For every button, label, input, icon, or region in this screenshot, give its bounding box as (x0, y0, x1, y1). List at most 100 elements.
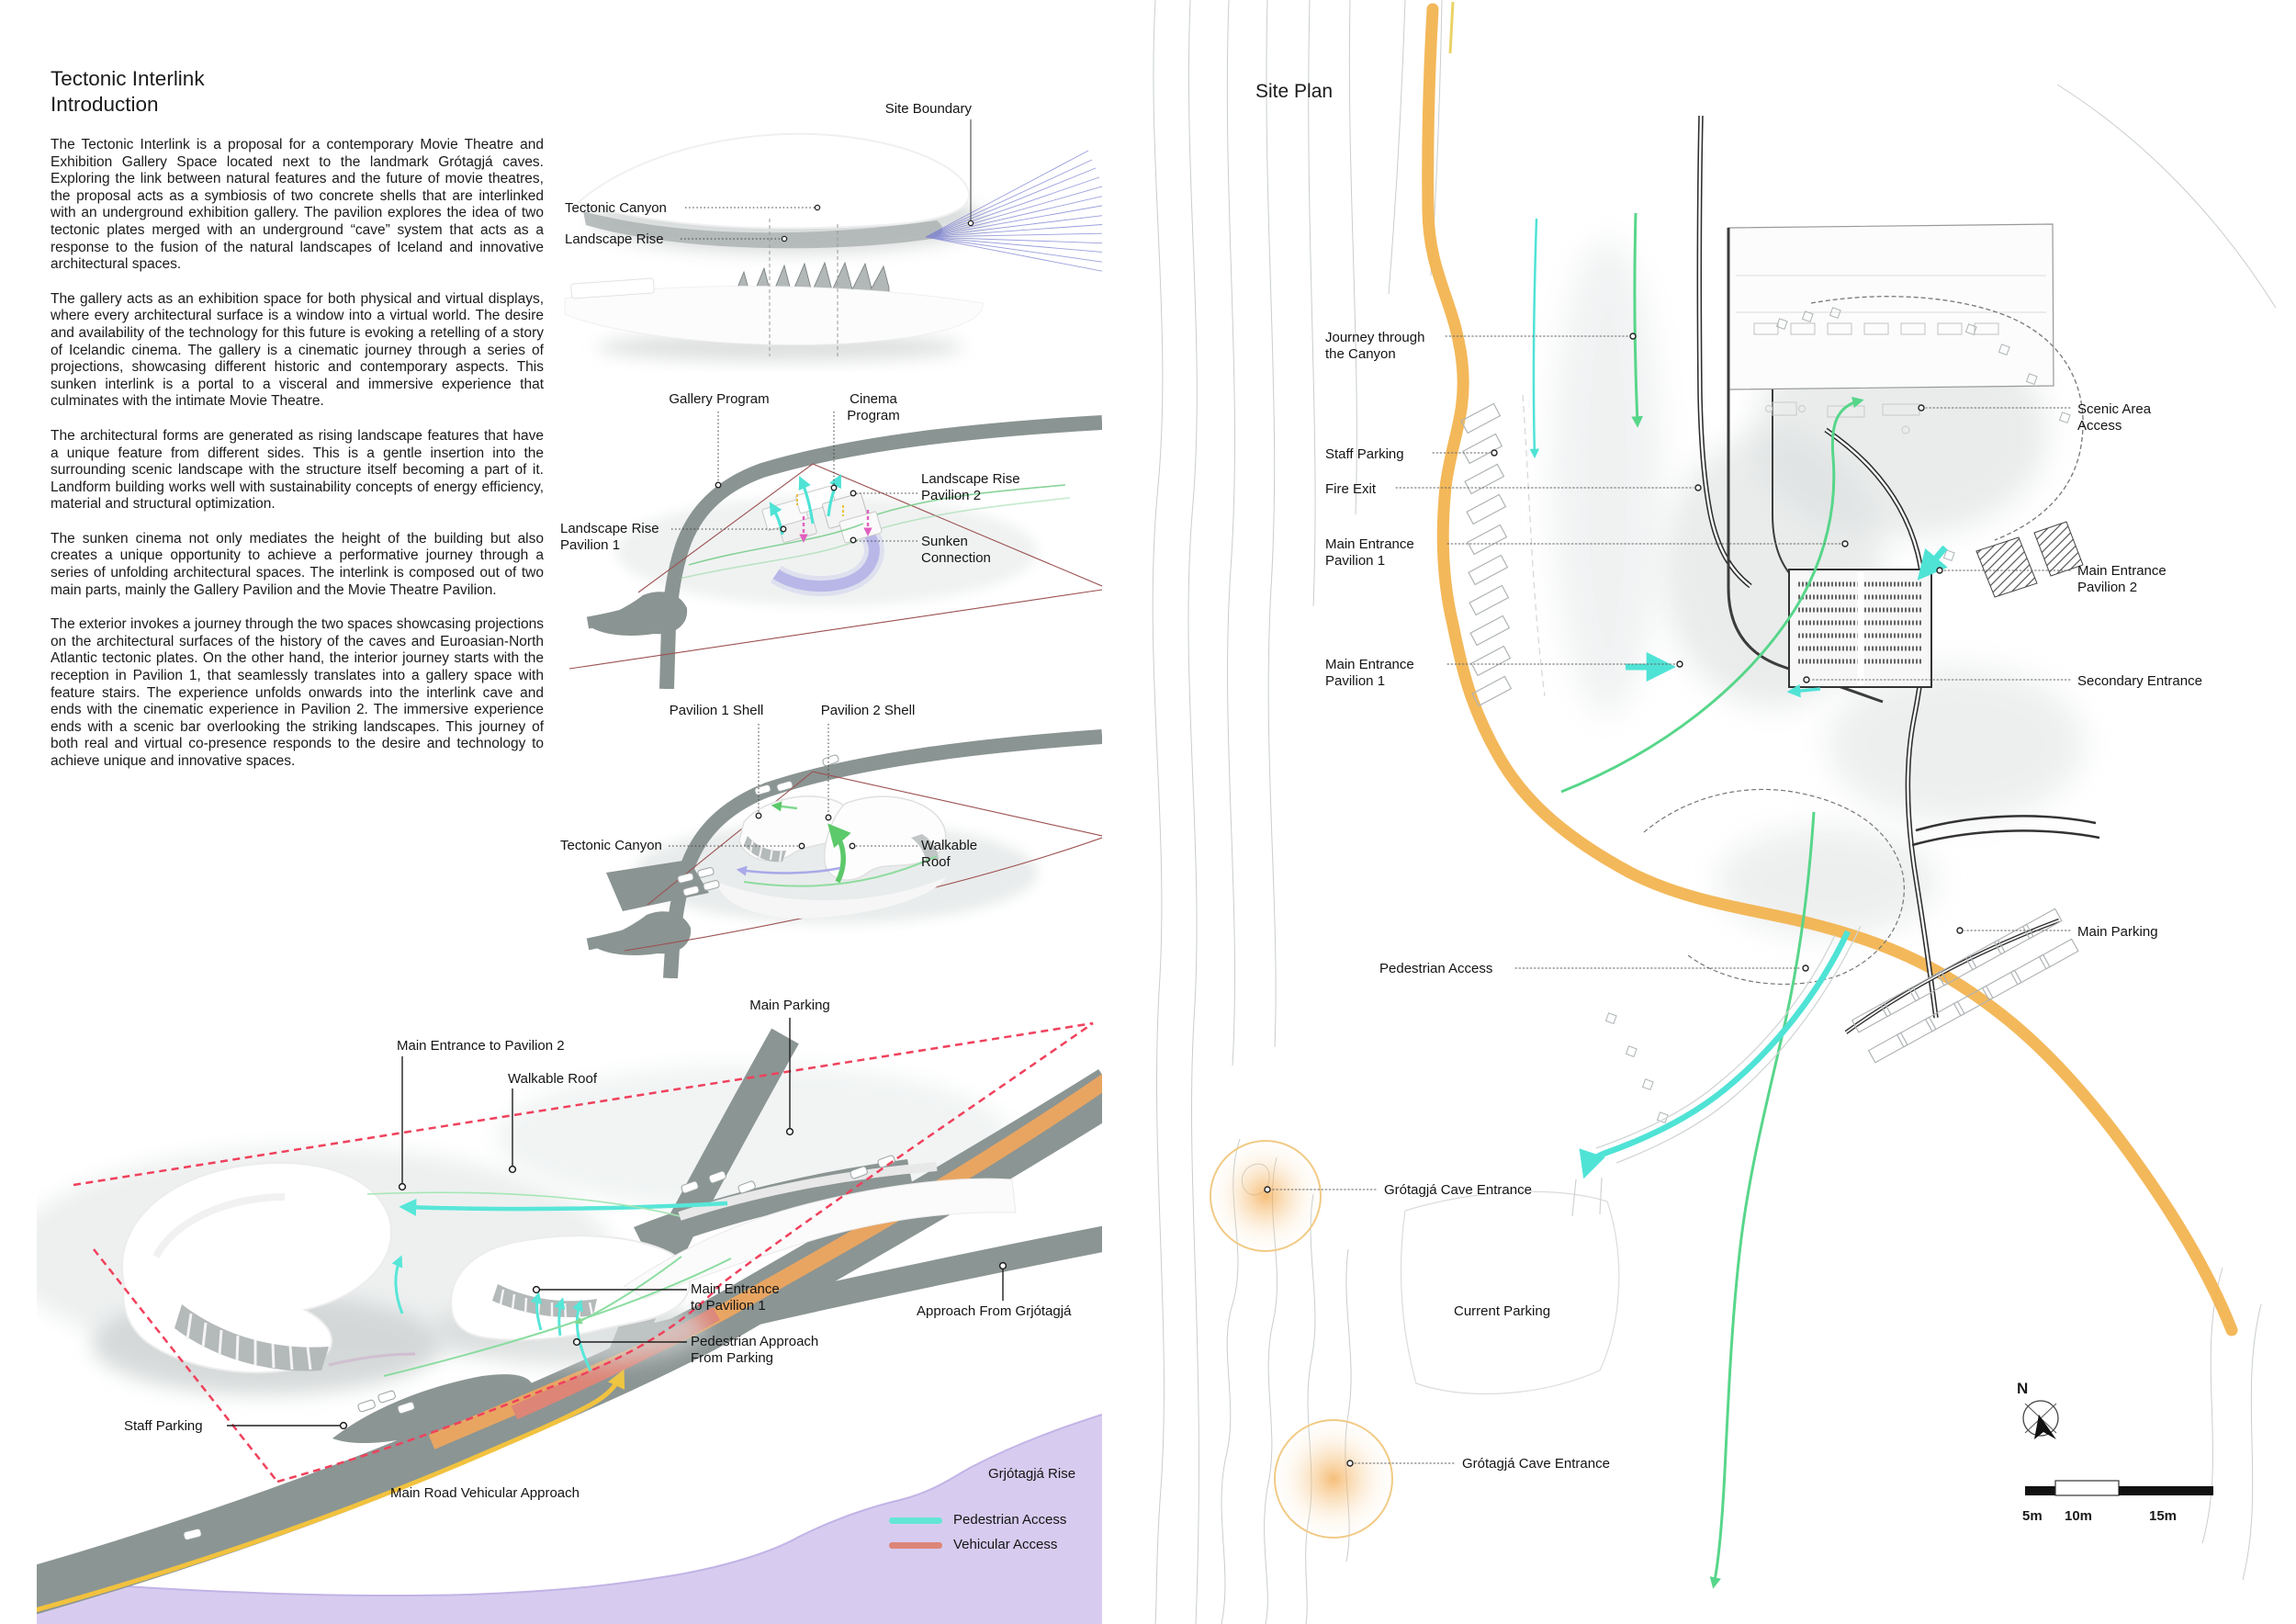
label-sunken-connection: Sunken Connection (921, 534, 991, 566)
upper-parking-pad (634, 1159, 913, 1253)
intro-paragraph: The architectural forms are generated as… (51, 427, 544, 513)
legend-pedestrian-label: Pedestrian Access (953, 1512, 1067, 1528)
cave-entrance-glows (1210, 1140, 1393, 1539)
label-site-boundary: Site Boundary (884, 101, 972, 117)
label-landscape-rise-pavilion-1: Landscape Rise Pavilion 1 (560, 521, 659, 553)
leader-lines (227, 1018, 1004, 1427)
grjotagja-rise-landform (37, 1415, 1102, 1624)
label-approach-from-grjotagja: Approach From Grjótagjá (917, 1303, 1072, 1319)
label-main-road: Main Road Vehicular Approach (390, 1485, 580, 1501)
label-pavilion-2-shell: Pavilion 2 Shell (820, 703, 916, 718)
label-walkable-roof: Walkable Roof (921, 838, 978, 870)
label-scenic-area-access: Scenic Area Access (2077, 401, 2152, 434)
intro-section: Tectonic Interlink Introduction The Tect… (51, 66, 544, 788)
label-pedestrian-approach: Pedestrian Approach From Parking (691, 1334, 819, 1366)
leader-lines (671, 412, 917, 542)
leader-dots (715, 481, 857, 544)
label-main-entrance-pavilion-2: Main Entrance Pavilion 2 (2077, 563, 2167, 595)
label-grjotagja-rise: Grjótagjá Rise (988, 1466, 1076, 1482)
leader-dots (755, 812, 856, 850)
label-fire-exit: Fire Exit (1325, 481, 1377, 497)
pavilion-2-building (450, 1235, 692, 1341)
label-cinema-program: Cinema Program (847, 391, 900, 423)
label-main-entrance-pavilion-1-a: Main Entrance Pavilion 1 (1325, 536, 1414, 569)
landscape-flow-lines (366, 1191, 732, 1377)
scale-label-15m: 15m (2149, 1508, 2178, 1524)
concept-diagram-3: Pavilion 1 Shell Pavilion 2 Shell Tecton… (551, 698, 1102, 978)
section-cut-lines (769, 219, 838, 358)
title-line-2: Introduction (51, 93, 159, 116)
scale-bar (2025, 1480, 2213, 1496)
site-plan-art (1152, 0, 2277, 1624)
cyan-pedestrian-elements (1529, 218, 1948, 1217)
label-main-entrance-pavilion-1-b: Main Entrance Pavilion 1 (1325, 657, 1414, 689)
parking-pad (606, 860, 709, 911)
current-parking-outline (1400, 1190, 1620, 1395)
concept-diagram-1-art (564, 119, 1102, 361)
label-pedestrian-access: Pedestrian Access (1379, 961, 1493, 976)
title-line-1: Tectonic Interlink (51, 67, 205, 90)
north-compass-icon (2022, 1400, 2059, 1439)
cars (183, 1155, 895, 1540)
concept-diagram-1: Site Boundary Tectonic Canyon Landscape … (551, 83, 1102, 372)
intro-paragraph: The gallery acts as an exhibition space … (51, 290, 544, 410)
leader-dots (339, 1127, 1007, 1430)
road-band (663, 729, 1102, 978)
leader-lines (681, 119, 972, 240)
north-label: N (2017, 1380, 2029, 1397)
label-cave-entrance-2: Grótagjá Cave Entrance (1462, 1456, 1610, 1472)
datum-ticks (796, 494, 844, 516)
pedestrian-arrows (391, 1255, 592, 1371)
walkable-roof-terrace (624, 1178, 1017, 1300)
sunken-arrows (799, 510, 872, 543)
label-secondary-entrance: Secondary Entrance (2077, 673, 2202, 689)
label-staff-parking: Staff Parking (124, 1418, 203, 1434)
label-pavilion-1-shell: Pavilion 1 Shell (669, 703, 764, 718)
access-perspective-art (37, 1018, 1102, 1624)
journey-arrow (827, 823, 851, 884)
staff-parking-pad (332, 1374, 533, 1444)
label-main-entrance-pavilion-2: Main Entrance to Pavilion 2 (397, 1038, 565, 1054)
pedestrian-arrow-long (399, 1198, 728, 1216)
scale-label-5m: 5m (2022, 1508, 2043, 1524)
staff-parking-stalls (1460, 402, 1513, 707)
leader-dots (1264, 333, 1964, 1467)
intro-paragraph: The Tectonic Interlink is a proposal for… (51, 137, 544, 273)
concept-diagram-2-art (568, 412, 1102, 689)
road-band (659, 415, 1102, 689)
scale-label-10m: 10m (2065, 1508, 2093, 1524)
label-cave-entrance-1: Grótagjá Cave Entrance (1384, 1182, 1532, 1198)
label-walkable-roof: Walkable Roof (508, 1071, 597, 1087)
label-staff-parking: Staff Parking (1325, 446, 1404, 462)
leader-lines (669, 724, 917, 847)
building-plan (1643, 223, 2100, 986)
label-tectonic-canyon: Tectonic Canyon (565, 200, 667, 216)
label-main-parking: Main Parking (749, 998, 830, 1013)
site-boundary-lines (568, 463, 1102, 670)
concept-diagram-3-art (586, 724, 1102, 978)
label-current-parking: Current Parking (1454, 1303, 1551, 1319)
landscape-objects (1604, 307, 2071, 1124)
intro-paragraph: The exterior invokes a journey through t… (51, 616, 544, 769)
leader-dots (781, 204, 974, 242)
label-main-parking: Main Parking (2077, 924, 2158, 940)
access-perspective-diagram: Main Parking Main Entrance to Pavilion 2… (37, 981, 1102, 1624)
site-plan-title: Site Plan (1255, 81, 1334, 102)
label-gallery-program: Gallery Program (669, 391, 770, 407)
green-journey-paths (1560, 212, 1864, 1589)
vehicular-access-swatch (889, 1542, 942, 1549)
legend-vehicular-label: Vehicular Access (953, 1537, 1058, 1552)
main-parking-stalls (1851, 908, 2079, 1064)
label-main-entrance-pavilion-1: Main Entrance to Pavilion 1 (691, 1281, 780, 1314)
concept-diagram-2: Gallery Program Cinema Program Landscape… (551, 377, 1102, 689)
landscape-flow-lines (679, 484, 1071, 580)
site-boundary-dashed (73, 1021, 1094, 1483)
vehicular-road (1422, 3, 2238, 1336)
label-journey-through-canyon: Journey through the Canyon (1325, 330, 1425, 362)
pedestrian-access-swatch (889, 1517, 942, 1524)
label-landscape-rise: Landscape Rise (565, 231, 664, 247)
label-landscape-rise-pavilion-2: Landscape Rise Pavilion 2 (921, 471, 1020, 503)
page-title: Tectonic Interlink Introduction (51, 66, 544, 118)
terrain-contours (1152, 0, 2277, 1624)
